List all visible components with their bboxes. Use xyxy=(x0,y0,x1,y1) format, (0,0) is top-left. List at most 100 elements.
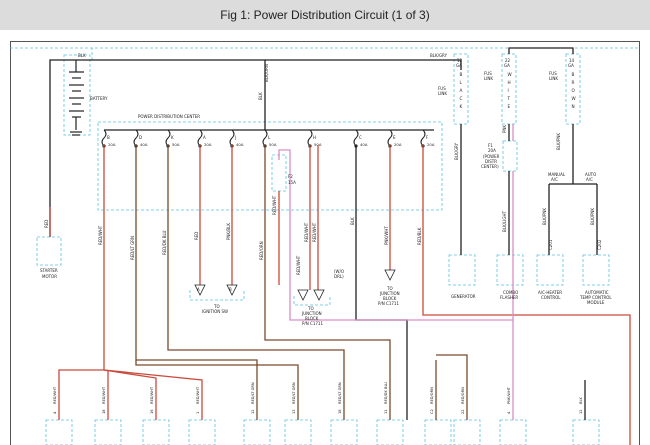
connector-pin: 18 xyxy=(338,409,342,414)
fuse-link-letter: K xyxy=(460,104,463,109)
wire-brown-d2 xyxy=(135,360,299,420)
label-blk-pnk-2: BLK/PNK xyxy=(542,208,547,225)
label-blk-pnk-3: BLK/PNK xyxy=(590,208,595,225)
fuse-amp: 20A xyxy=(108,142,116,147)
fuse-link-letter: L xyxy=(460,80,463,85)
wire-battery-starter-blk xyxy=(49,59,76,237)
fuse-letter: A xyxy=(203,135,206,140)
connector-box-4 xyxy=(188,419,216,445)
label-ga22: 22 xyxy=(505,58,511,63)
label-battery: BATTERY xyxy=(90,96,108,101)
fuse-amp: 40A xyxy=(236,142,244,147)
fuse-link-letter: C xyxy=(460,96,463,101)
connector-wire: RED/LT GRN xyxy=(338,382,342,404)
connector-box-3 xyxy=(142,419,170,445)
label-diag-2: DRL) xyxy=(334,274,344,279)
connector-pin: C2 xyxy=(430,409,434,414)
label-red-orn: RED/ORN xyxy=(259,241,264,260)
fuse-amp: 20A xyxy=(427,142,435,147)
fuse-link-letter: I xyxy=(508,88,509,93)
fuse-letter: C xyxy=(359,135,362,140)
label-fus-1: FUS xyxy=(438,86,446,91)
fuse-letter: E xyxy=(393,135,396,140)
fuse-f: F 20A xyxy=(420,129,435,148)
label-ga14: 14 xyxy=(569,58,575,63)
fuse-link-letter: H xyxy=(508,80,511,85)
fuse-amp: 40A xyxy=(360,142,368,147)
fuse-e: E 20A xyxy=(387,129,402,148)
label-blk-mid: BLK xyxy=(350,217,355,225)
pin-jb2-arrow xyxy=(384,269,396,281)
label-red-prn: RED xyxy=(194,232,199,240)
label-blk-gry-2: BLK/GRY xyxy=(454,142,459,160)
label-diag-1: (W/O xyxy=(334,269,344,274)
label-jb-1: TO xyxy=(307,306,314,311)
label-ga14-unit: GA xyxy=(568,63,574,68)
label-jb-3: BLOCK xyxy=(305,316,319,321)
fuse-letter: L xyxy=(268,135,271,140)
label-ga12-unit: GA xyxy=(456,63,462,68)
label-aw-heater-1: A/C-HEATER xyxy=(538,290,562,295)
label-c201: C201 xyxy=(548,239,553,250)
fuse-amp: 20A xyxy=(204,142,212,147)
pin-jb-b-arrow xyxy=(313,289,325,301)
wire-b-4 xyxy=(103,369,203,420)
label-auto-2: A/C xyxy=(586,177,593,182)
wire-b-bus xyxy=(58,369,104,420)
label-f2-name: F2 xyxy=(288,174,293,179)
starter-box xyxy=(36,236,62,266)
wire-blk-down xyxy=(355,145,408,420)
label-manual-1: MANUAL xyxy=(548,172,566,177)
connector-pin: 4 xyxy=(507,411,511,414)
label-combo-2: FLASHER xyxy=(500,295,518,300)
wire-brown-d xyxy=(135,145,258,420)
fuse-letter: B xyxy=(107,135,110,140)
fuse-amp: 50A xyxy=(314,142,322,147)
fuse-letter: D xyxy=(139,135,142,140)
wire-battery-pdc-blk xyxy=(76,59,266,130)
label-blk-gry-top: BLK/GRY xyxy=(430,53,448,58)
fuse-link-letter: W xyxy=(508,72,512,77)
fuse-letter: H xyxy=(313,135,316,140)
fuse-a: A 20A xyxy=(197,129,212,148)
connector-pin: 16 xyxy=(150,409,154,414)
label-jb-4: P/N C1711 xyxy=(302,321,323,326)
fuse-letter: F xyxy=(426,135,429,140)
fuse-amp: 20A xyxy=(394,142,402,147)
fuse-letter: K xyxy=(171,135,174,140)
wire-b-3 xyxy=(103,369,157,420)
connector-wire: RED/LT GRN xyxy=(292,382,296,404)
label-atc-3: MODULE xyxy=(587,300,605,305)
connector-box-11 xyxy=(499,419,527,445)
f1-box xyxy=(502,140,518,172)
title-bar: Fig 1: Power Distribution Circuit (1 of … xyxy=(0,0,650,30)
wire-brown-k xyxy=(167,145,345,420)
label-ign-2: IGNITION SW xyxy=(202,309,228,314)
connector-pin: 1 xyxy=(196,412,200,414)
fuse-b: B 20A xyxy=(101,129,116,148)
label-red-wht-f2c: RED/WHT xyxy=(312,222,317,242)
connector-pin: 11 xyxy=(384,409,388,414)
fuse-link-letter: O xyxy=(572,88,576,93)
connector-box-10 xyxy=(453,419,481,445)
label-auto-1: AUTO xyxy=(585,172,596,177)
pin-a-arrow xyxy=(194,284,206,296)
connector-wire: RED/WHT xyxy=(53,386,57,404)
diagram-frame xyxy=(10,41,640,445)
label-red-blu: RED/DK BLU xyxy=(162,231,167,255)
battery-icon xyxy=(69,60,84,136)
connector-pin: 22 xyxy=(461,409,465,414)
wire-brown-c2 xyxy=(436,354,468,420)
connector-pin: 18 xyxy=(102,409,106,414)
label-link-2: LINK xyxy=(484,76,493,81)
label-combo-1: COMBO xyxy=(503,290,518,295)
label-pdc: POWER DISTRIBUTION CENTER xyxy=(138,114,200,119)
